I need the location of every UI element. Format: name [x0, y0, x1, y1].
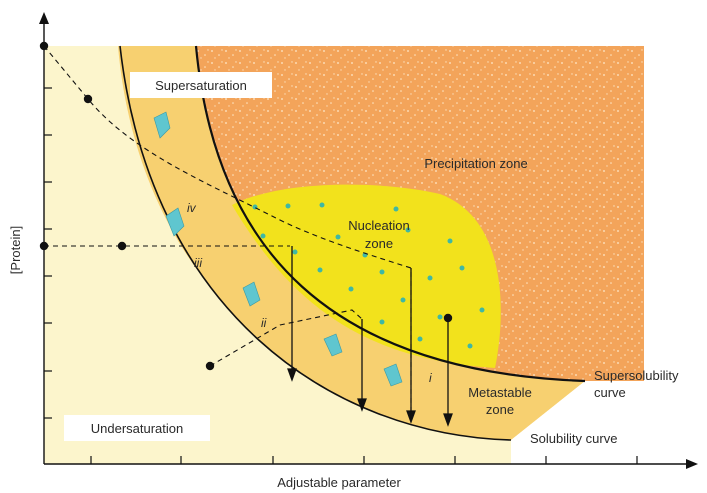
y-axis-arrow	[39, 12, 49, 24]
undersaturation-label: Undersaturation	[91, 421, 184, 436]
route-ii-label: ii	[261, 316, 267, 330]
nucleation-label-1: Nucleation	[348, 218, 409, 233]
route-i-label: i	[429, 371, 432, 385]
precipitation-label: Precipitation zone	[424, 156, 527, 171]
route-iv-label: iv	[187, 201, 197, 215]
nucleation-label-2: zone	[365, 236, 393, 251]
x-axis-label: Adjustable parameter	[277, 475, 401, 490]
x-axis-arrow	[686, 459, 698, 469]
solubility-label: Solubility curve	[530, 431, 617, 446]
supersaturation-label: Supersaturation	[155, 78, 247, 93]
supersolubility-label-1: Supersolubility	[594, 368, 679, 383]
metastable-label-2: zone	[486, 402, 514, 417]
y-axis-label: [Protein]	[8, 226, 23, 274]
supersolubility-label-2: curve	[594, 385, 626, 400]
route-iii-label: iii	[194, 256, 202, 270]
metastable-label-1: Metastable	[468, 385, 532, 400]
